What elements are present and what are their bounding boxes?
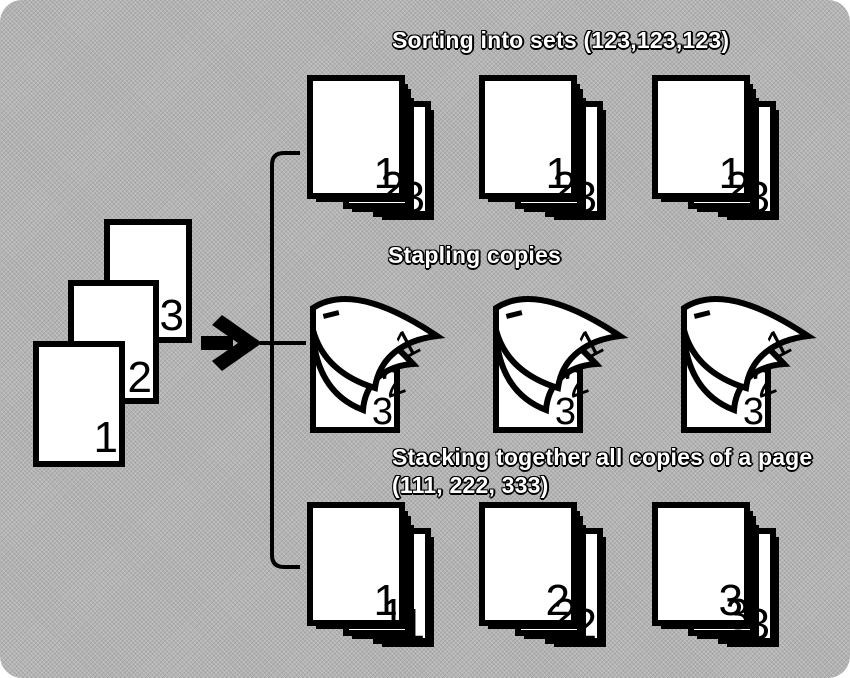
sorted-set-3-label-3: 3 <box>746 173 770 222</box>
bracket-connector <box>260 151 306 569</box>
stacked-set-3-sheet-1 <box>652 502 750 626</box>
staple-icon <box>693 310 711 319</box>
sorted-set-2-label-3: 3 <box>573 173 597 222</box>
stacked-set-2-label-2: 2 <box>553 590 577 639</box>
stapled-set-3-sheet-1 <box>681 296 817 392</box>
stapled-set-1-sheet-1 <box>310 296 446 392</box>
stapled-sets: 321 321 321 <box>310 296 817 433</box>
original-stack: 3 2 1 <box>33 219 192 467</box>
stapled-set-2-label-3: 3 <box>555 391 576 433</box>
stacked-set-3-label-3: 3 <box>746 600 770 649</box>
stapled-set-3-label-3: 3 <box>743 391 764 433</box>
staple-icon <box>505 310 523 319</box>
original-page-1: 1 <box>33 341 125 467</box>
original-page-3-number: 3 <box>160 291 184 340</box>
stacking-heading: Stacking together all copies of a page (… <box>391 443 813 498</box>
original-page-2-number: 2 <box>128 353 152 402</box>
sorted-set-1: 123 <box>307 75 434 222</box>
sorted-set-3-label-2: 2 <box>726 163 750 212</box>
stapled-set-3: 321 <box>681 296 817 433</box>
sorted-set-1-label-1: 1 <box>374 149 398 198</box>
stacked-set-2-sheet-1 <box>479 502 577 626</box>
stapling-heading: Stapling copies <box>387 241 561 268</box>
staple-icon <box>322 310 340 319</box>
stacked-set-1: 111 <box>307 502 434 649</box>
stacked-set-3-label-2: 3 <box>726 590 750 639</box>
stacked-set-2-label-1: 2 <box>546 576 570 625</box>
right-arrow-icon <box>201 315 262 371</box>
original-page-1-number: 1 <box>94 413 118 462</box>
stacked-set-1-label-1: 1 <box>374 576 398 625</box>
sorted-set-3-label-1: 1 <box>719 149 743 198</box>
sorted-set-1-label-2: 2 <box>381 163 405 212</box>
sorted-set-1-sheet-1 <box>307 75 405 199</box>
sorting-heading: Sorting into sets (123,123,123) <box>391 26 730 53</box>
sorted-set-2: 123 <box>479 75 606 222</box>
stapled-set-1: 321 <box>310 296 446 433</box>
stapled-set-2: 321 <box>493 296 629 433</box>
sorted-set-2-label-1: 1 <box>546 149 570 198</box>
stacked-set-3-label-1: 3 <box>719 576 743 625</box>
stacked-set-1-sheet-1 <box>307 502 405 626</box>
stacked-set-2-label-3: 2 <box>573 600 597 649</box>
stacked-set-2: 222 <box>479 502 606 649</box>
sorted-set-2-sheet-1 <box>479 75 577 199</box>
stacked-set-3: 333 <box>652 502 779 649</box>
stapled-set-1-label-3: 3 <box>372 391 393 433</box>
sorted-set-3-sheet-1 <box>652 75 750 199</box>
stapled-set-2-sheet-1 <box>493 296 629 392</box>
stacked-set-1-label-3: 1 <box>401 600 425 649</box>
sorted-set-1-label-3: 3 <box>401 173 425 222</box>
stacked-sets: 111 222 333 <box>307 502 779 649</box>
stacked-set-1-label-2: 1 <box>381 590 405 639</box>
sorted-set-2-label-2: 2 <box>553 163 577 212</box>
sorted-set-3: 123 <box>652 75 779 222</box>
